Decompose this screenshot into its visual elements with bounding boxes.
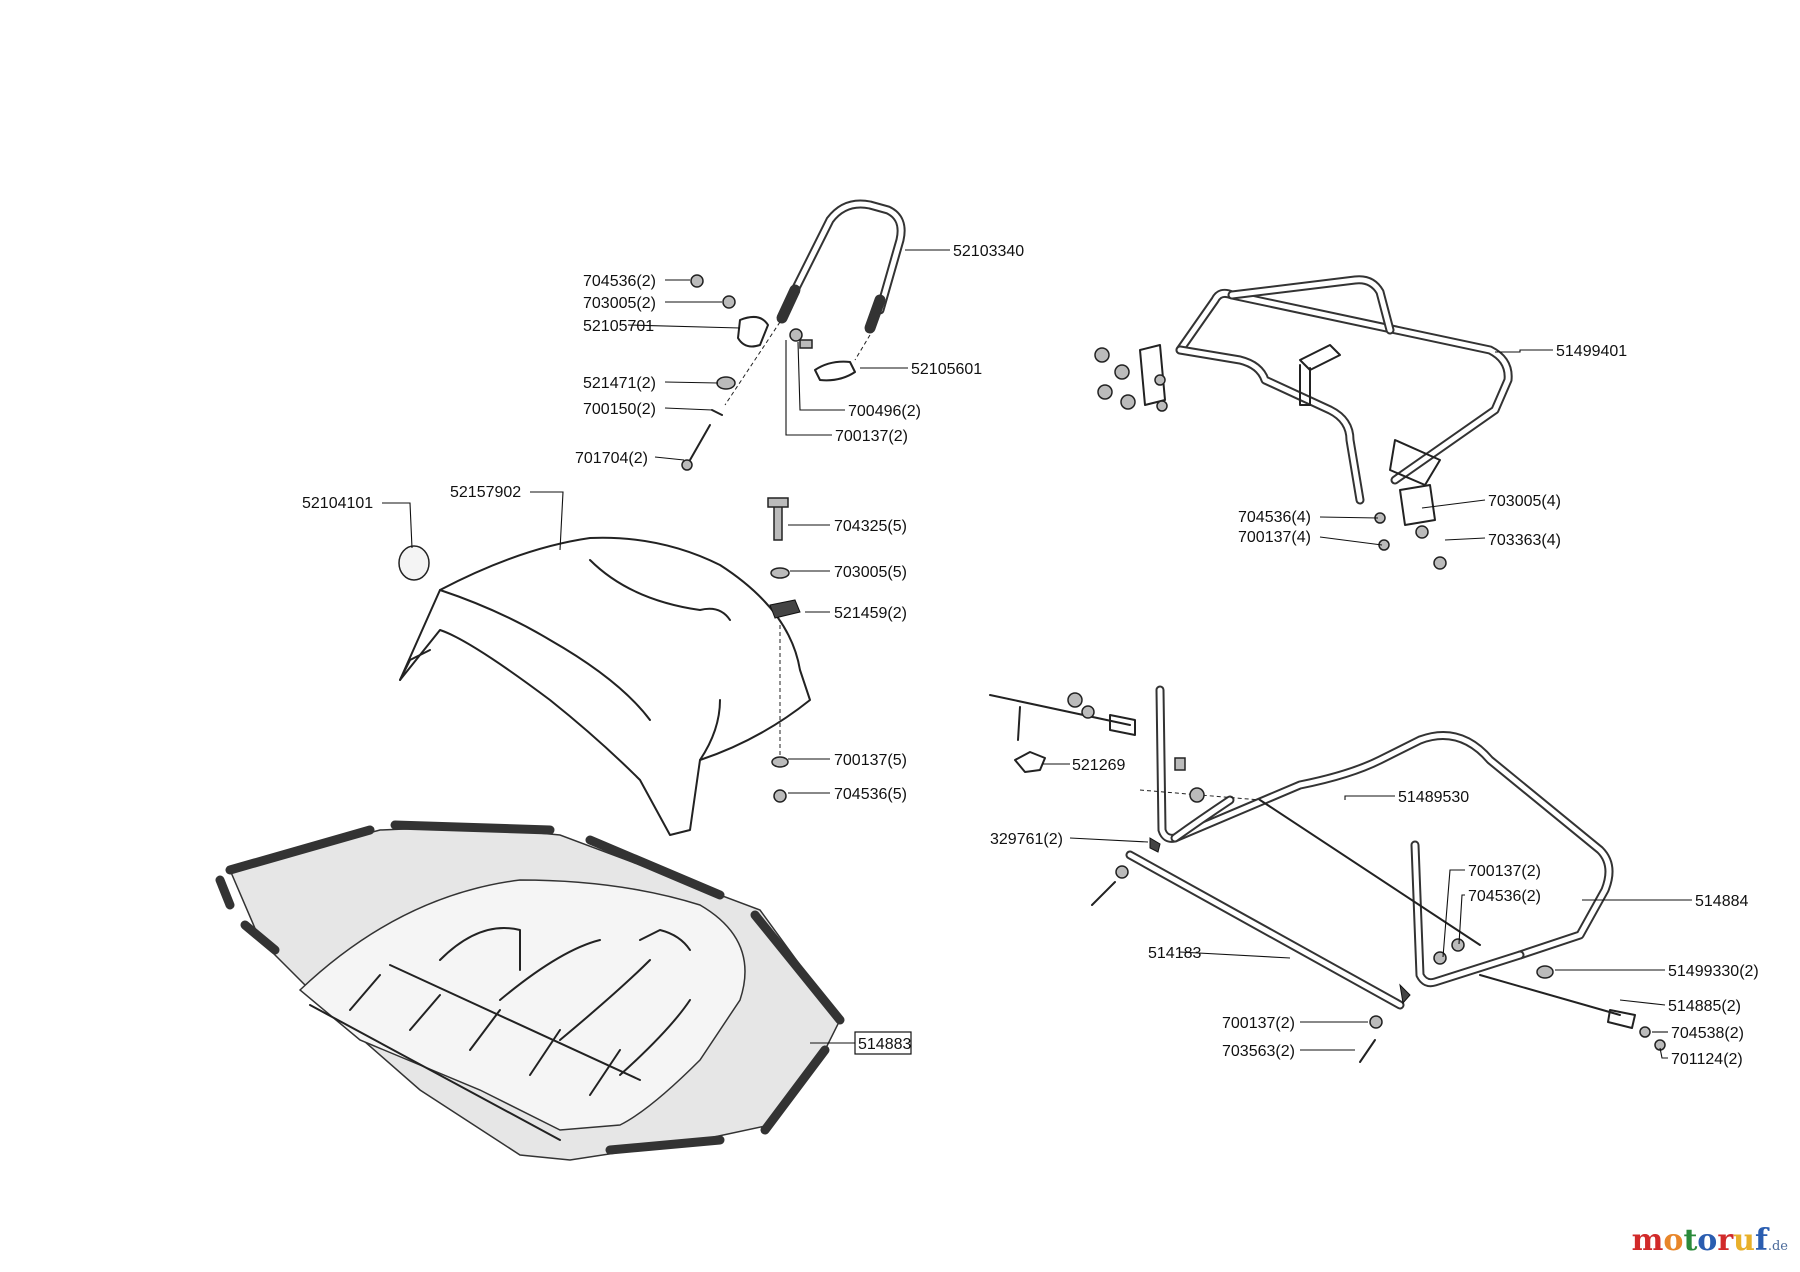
logo-letter: m — [1631, 1223, 1664, 1258]
label-52105701: 52105701 — [583, 318, 654, 335]
cap-part — [398, 545, 430, 581]
site-logo-watermark: motoruf.de — [1632, 1223, 1788, 1258]
label-701704-2: 701704(2) — [575, 450, 648, 467]
label-51499401: 51499401 — [1556, 343, 1627, 360]
label-704536-2-right: 704536(2) — [1468, 888, 1541, 905]
upper-handle-bar — [724, 199, 906, 406]
label-521471-2: 521471(2) — [583, 375, 656, 392]
label-703005-5: 703005(5) — [834, 564, 907, 581]
lower-frame-struts — [989, 694, 1636, 1029]
logo-letter: u — [1733, 1223, 1755, 1258]
label-700137-2-lower: 700137(2) — [1222, 1015, 1295, 1032]
logo-letter: f — [1754, 1223, 1768, 1258]
folding-handle-frame — [1139, 275, 1513, 526]
cover-hardware — [767, 497, 801, 803]
logo-letter: o — [1663, 1223, 1684, 1258]
label-329761-2: 329761(2) — [990, 831, 1063, 848]
logo-letter: o — [1697, 1223, 1718, 1258]
label-701124-2: 701124(2) — [1671, 1051, 1743, 1068]
label-52103340: 52103340 — [953, 243, 1024, 260]
handle-bracket-left — [737, 315, 769, 348]
label-700150-2: 700150(2) — [583, 401, 656, 418]
rear-cover — [399, 536, 811, 836]
label-703563-2: 703563(2) — [1222, 1043, 1295, 1060]
label-700496-2: 700496(2) — [848, 403, 921, 420]
leader-lines — [382, 249, 1692, 1059]
label-52105601: 52105601 — [911, 361, 982, 378]
label-52157902: 52157902 — [450, 484, 521, 501]
label-704536-4: 704536(4) — [1238, 509, 1311, 526]
handle-bracket-right — [814, 360, 856, 382]
label-514883: 514883 — [858, 1036, 911, 1053]
label-704325-5: 704325(5) — [834, 518, 907, 535]
label-51489530: 51489530 — [1398, 789, 1469, 806]
label-704536-2-upper: 704536(2) — [583, 273, 656, 290]
label-704536-5: 704536(5) — [834, 786, 907, 803]
label-51499330-2: 51499330(2) — [1668, 963, 1759, 980]
label-52104101: 52104101 — [302, 495, 373, 512]
label-703363-4: 703363(4) — [1488, 532, 1561, 549]
logo-suffix: .de — [1767, 1239, 1788, 1254]
logo-letter: t — [1683, 1223, 1698, 1258]
label-704538-2: 704538(2) — [1671, 1025, 1744, 1042]
frame-hardware — [1094, 347, 1447, 570]
label-703005-4: 703005(4) — [1488, 493, 1561, 510]
logo-letter: r — [1717, 1223, 1734, 1258]
lower-frame — [1139, 685, 1614, 988]
label-700137-5: 700137(5) — [834, 752, 907, 769]
label-700137-4: 700137(4) — [1238, 529, 1311, 546]
label-521459-2: 521459(2) — [834, 605, 907, 622]
label-514885-2: 514885(2) — [1668, 998, 1741, 1015]
label-514884: 514884 — [1695, 893, 1748, 910]
label-700137-2-upper: 700137(2) — [835, 428, 908, 445]
lower-frame-hardware — [1067, 692, 1666, 1063]
label-700137-2-right: 700137(2) — [1468, 863, 1541, 880]
label-514183: 514183 — [1148, 945, 1201, 962]
label-703005-2: 703005(2) — [583, 295, 656, 312]
part-labels: 52103340 704536(2) 703005(2) 52105701 52… — [302, 243, 1759, 1068]
grass-catcher-bag — [215, 820, 845, 1161]
label-521269: 521269 — [1072, 757, 1125, 774]
